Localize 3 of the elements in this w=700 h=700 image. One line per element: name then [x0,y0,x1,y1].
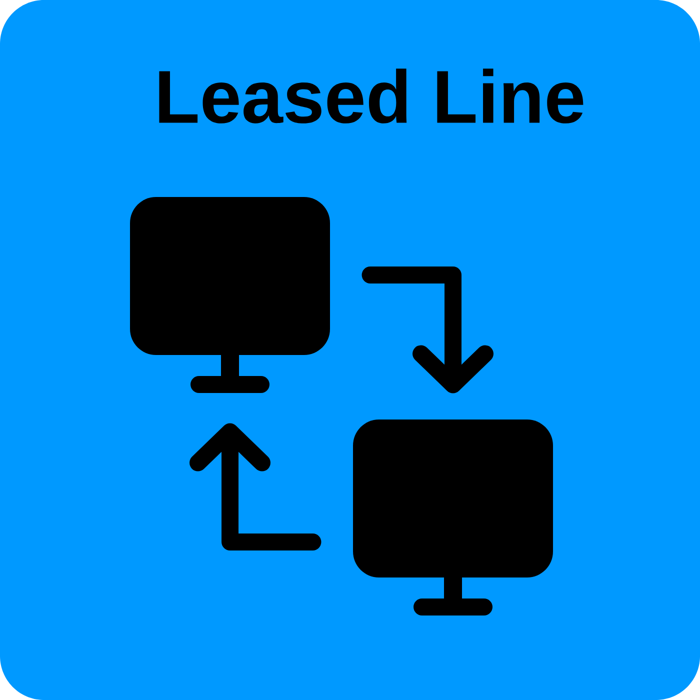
monitor-icon [130,197,330,393]
monitor-icon [353,420,553,616]
title: Leased Line [159,68,584,124]
